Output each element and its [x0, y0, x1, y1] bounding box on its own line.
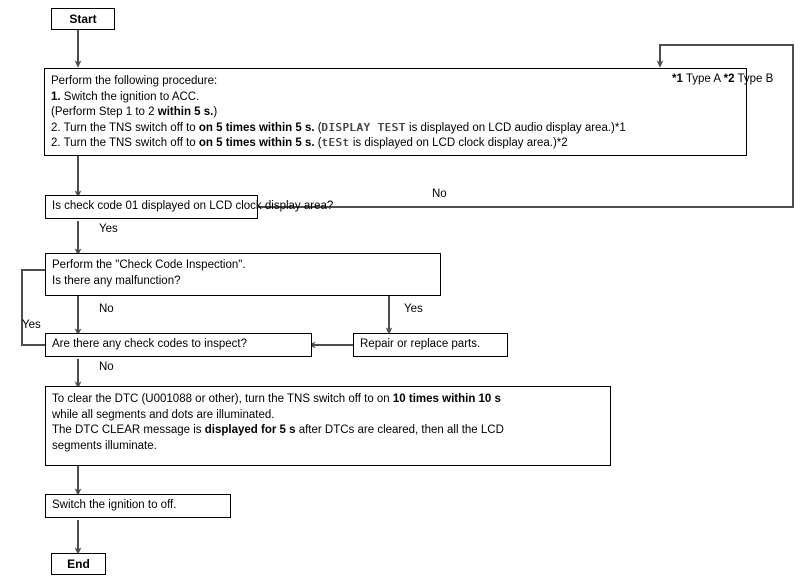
dtc-clear-line-3: The DTC CLEAR message is displayed for 5… [52, 423, 604, 439]
node-repair-or-replace: Repair or replace parts. [353, 333, 508, 357]
procedure-line-4: 2. Turn the TNS switch off to on 5 times… [51, 121, 740, 137]
node-check-codes-question: Are there any check codes to inspect? [45, 333, 312, 357]
node-end: End [51, 553, 106, 575]
check-codes-question-label: Are there any check codes to inspect? [52, 338, 247, 350]
type-legend-mark-1: *1 [672, 73, 683, 85]
node-check-code-inspection: Perform the "Check Code Inspection". Is … [45, 253, 441, 296]
node-ignition-off: Switch the ignition to off. [45, 494, 231, 518]
dtc-clear-line-1-a: To clear the DTC (U001088 or other), tur… [52, 393, 393, 405]
node-start-label: Start [69, 12, 97, 26]
inspection-line-2: Is there any malfunction? [52, 274, 181, 287]
type-legend-line-2: *2 Type B [724, 73, 774, 85]
dtc-clear-line-3-a: The DTC CLEAR message is [52, 424, 205, 436]
branch-label-check-code-yes: Yes [99, 223, 118, 235]
type-legend: *1 Type A *2 Type B [672, 72, 773, 87]
procedure-line-1: Perform the following procedure: [51, 75, 218, 87]
check-code-question-label: Is check code 01 displayed on LCD clock … [52, 200, 334, 212]
dtc-clear-line-4: segments illuminate. [52, 439, 157, 452]
procedure-line-2-text: Switch the ignition to ACC. [60, 90, 200, 103]
procedure-line-4-c: is displayed on LCD audio display area.)… [405, 121, 626, 134]
node-dtc-clear: To clear the DTC (U001088 or other), tur… [45, 386, 611, 466]
procedure-line-4-b: ( [314, 121, 322, 134]
repair-or-replace-label: Repair or replace parts. [360, 338, 481, 350]
procedure-line-5-c: is displayed on LCD clock display area.)… [349, 137, 568, 149]
procedure-line-5: 2. Turn the TNS switch off to on 5 times… [51, 136, 740, 152]
type-legend-text-1: Type A [682, 73, 721, 85]
dtc-clear-line-1-bold: 10 times within 10 s [392, 393, 501, 405]
procedure-line-4-a: 2. Turn the TNS switch off to [51, 121, 199, 134]
ignition-off-label: Switch the ignition to off. [52, 499, 177, 511]
type-legend-line-1: *1 Type A [672, 73, 720, 85]
node-procedure: Perform the following procedure: 1. Swit… [44, 68, 747, 156]
node-end-label: End [67, 557, 90, 571]
procedure-line-5-b: ( [314, 137, 322, 149]
procedure-line-3-bold: within 5 s. [157, 106, 214, 118]
type-legend-mark-2: *2 [723, 73, 735, 85]
dtc-clear-line-3-b: after DTCs are cleared, then all the LCD [295, 424, 504, 436]
inspection-line-1: Perform the "Check Code Inspection". [52, 259, 246, 271]
branch-label-codes-no: No [99, 361, 114, 373]
branch-label-inspection-yes: Yes [404, 303, 423, 315]
dtc-clear-line-1: To clear the DTC (U001088 or other), tur… [52, 392, 604, 408]
procedure-line-5-a: 2. Turn the TNS switch off to [51, 137, 199, 149]
procedure-line-4-bold: on 5 times within 5 s. [198, 121, 315, 134]
type-legend-text-2: Type B [734, 73, 774, 85]
node-start: Start [51, 8, 115, 30]
branch-label-inspection-no: No [99, 303, 114, 315]
dtc-clear-line-2: while all segments and dots are illumina… [52, 408, 275, 421]
procedure-line-2-number: 1. [51, 90, 61, 103]
lcd-text-display-test: DISPLAY TEST [321, 121, 406, 134]
branch-label-codes-yes: Yes [22, 319, 41, 331]
procedure-line-3-end: ) [213, 106, 218, 118]
lcd-text-test: tESt [321, 137, 350, 149]
procedure-line-3: (Perform Step 1 to 2 within 5 s.) [51, 105, 740, 121]
procedure-line-2: 1. Switch the ignition to ACC. [51, 90, 740, 106]
branch-label-check-code-no: No [432, 188, 447, 200]
node-check-code-question: Is check code 01 displayed on LCD clock … [45, 195, 334, 219]
procedure-line-3-a: (Perform Step 1 to 2 [51, 106, 158, 118]
procedure-line-5-bold: on 5 times within 5 s. [198, 137, 315, 149]
dtc-clear-line-3-bold: displayed for 5 s [204, 424, 296, 436]
